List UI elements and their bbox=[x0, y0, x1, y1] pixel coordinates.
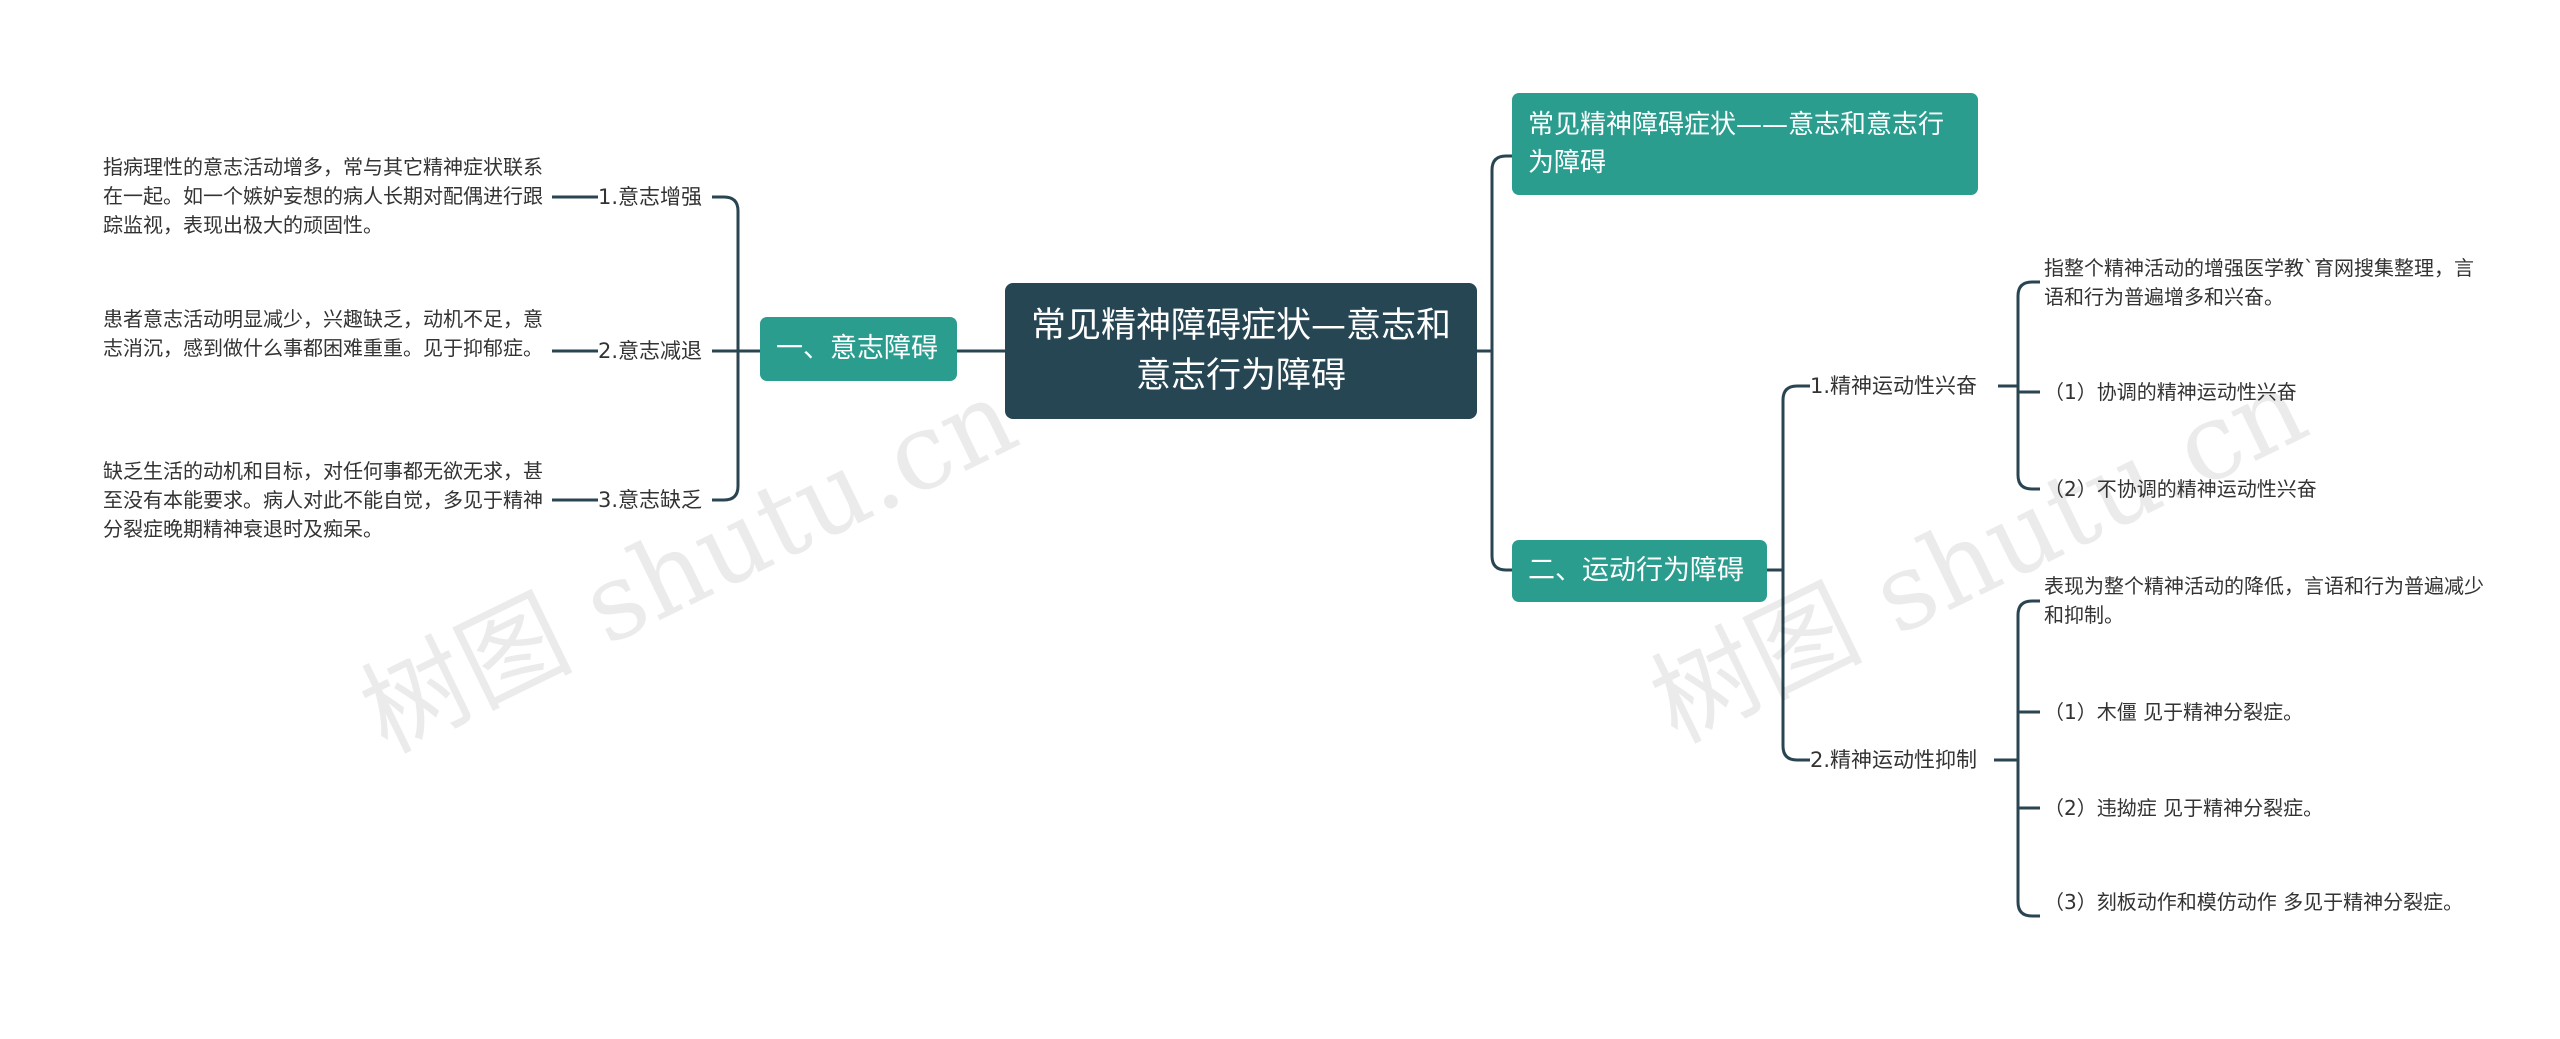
leaf-will-enhanced-detail: 指病理性的意志活动增多，常与其它精神症状联系在一起。如一个嫉妒妄想的病人长期对配… bbox=[103, 155, 543, 237]
branch-will-disorder[interactable]: 一、意志障碍 bbox=[760, 317, 957, 381]
branch-title[interactable]: 常见精神障碍症状——意志和意志行为障碍 bbox=[1512, 93, 1978, 195]
connector-sub1-leaves bbox=[1998, 280, 2040, 491]
leaf-excitement-coordinated: （1）协调的精神运动性兴奋 bbox=[2044, 380, 2297, 404]
leaf-inhibition-stupor: （1）木僵 见于精神分裂症。 bbox=[2044, 700, 2304, 724]
child-will-reduced[interactable]: 2.意志减退 bbox=[598, 339, 703, 363]
leaf-inhibition-desc: 表现为整个精神活动的降低，言语和行为普遍减少和抑制。 bbox=[2044, 574, 2484, 627]
leaf-excitement-uncoordinated: （2）不协调的精神运动性兴奋 bbox=[2044, 477, 2317, 501]
connector-left-spine bbox=[723, 195, 760, 502]
child-will-lacking[interactable]: 3.意志缺乏 bbox=[598, 488, 703, 512]
leaf-inhibition-negativism: （2）违拗症 见于精神分裂症。 bbox=[2044, 796, 2324, 820]
leaf-inhibition-stereotypy: （3）刻板动作和模仿动作 多见于精神分裂症。 bbox=[2044, 890, 2464, 914]
leaf-will-reduced-detail: 患者意志活动明显减少，兴趣缺乏，动机不足，意志消沉，感到做什么事都困难重重。见于… bbox=[103, 307, 543, 360]
connector-sub2-leaves bbox=[1994, 599, 2040, 918]
root-node[interactable]: 常见精神障碍症状—意志和意志行为障碍 bbox=[1005, 283, 1477, 419]
sub-psychomotor-excitement[interactable]: 1.精神运动性兴奋 bbox=[1810, 374, 1978, 398]
sub-psychomotor-inhibition[interactable]: 2.精神运动性抑制 bbox=[1810, 748, 1978, 772]
branch-motor-behavior[interactable]: 二、运动行为障碍 bbox=[1512, 540, 1767, 602]
connector-root-right bbox=[1477, 154, 1512, 572]
child-will-enhanced[interactable]: 1.意志增强 bbox=[598, 185, 703, 209]
leaf-excitement-desc: 指整个精神活动的增强医学教`育网搜集整理，言语和行为普遍增多和兴奋。 bbox=[2044, 256, 2474, 309]
connector-right-branch2 bbox=[1767, 384, 1810, 762]
leaf-will-lacking-detail: 缺乏生活的动机和目标，对任何事都无欲无求，甚至没有本能要求。病人对此不能自觉，多… bbox=[103, 459, 543, 541]
